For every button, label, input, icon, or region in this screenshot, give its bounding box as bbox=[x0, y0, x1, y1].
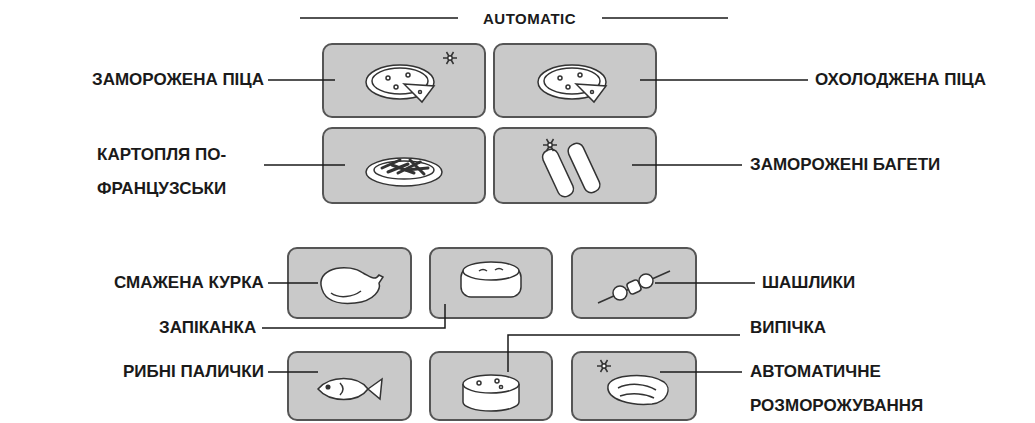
button-label: КАРТОПЛЯ ПО- ФРАНЦУЗСЬКИ bbox=[95, 138, 264, 206]
button-label: ЗАПІКАНКА bbox=[157, 311, 258, 345]
leader-lines bbox=[240, 80, 808, 372]
button-label: ШАШЛИКИ bbox=[760, 266, 857, 300]
button-label: СМАЖЕНА КУРКА bbox=[112, 266, 266, 300]
button-label: ОХОЛОДЖЕНА ПІЦА bbox=[813, 63, 988, 97]
button-icons bbox=[318, 52, 670, 411]
button-label: ЗАМОРОЖЕНА ПІЦА bbox=[90, 63, 266, 97]
panel-heading: AUTOMATIC bbox=[483, 10, 576, 27]
button-label: ЗАМОРОЖЕНІ БАГЕТИ bbox=[748, 148, 942, 182]
button-label: АВТОМАТИЧНЕ РОЗМОРОЖУВАННЯ bbox=[748, 355, 992, 423]
button-label: РИБНІ ПАЛИЧКИ bbox=[121, 355, 266, 389]
button-label: ВИПІЧКА bbox=[748, 311, 828, 345]
buttons bbox=[288, 44, 696, 420]
